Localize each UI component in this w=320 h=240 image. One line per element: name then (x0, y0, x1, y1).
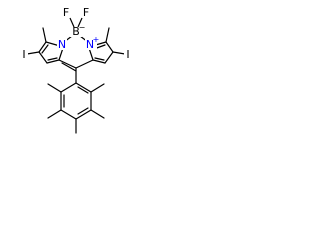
atom-boron-charge: − (79, 23, 86, 32)
bond-cb-cc (38, 51, 48, 64)
atom-nitrogen-right: N (86, 38, 94, 51)
bond-meso-double (61, 62, 77, 72)
atom-fluorine-right: F (83, 6, 89, 19)
bond-ar-double-a (77, 86, 89, 94)
atom-iodine-left: I (22, 48, 25, 61)
bond-ar-1-2 (75, 82, 92, 93)
bond-cc-cd (46, 59, 60, 64)
bond-methyl-ar-6 (47, 83, 62, 93)
bond-methyl-left (42, 27, 47, 43)
bond-methyl-right (105, 27, 110, 43)
structure-canvas: F F B − N N + I I (0, 0, 152, 152)
bond-ch-ce-double (94, 57, 105, 61)
atom-nitrogen-left: N (58, 38, 66, 51)
bond-ar-6-1 (60, 82, 77, 93)
bond-ar-double-b (77, 107, 89, 115)
bond-methyl-ar-5 (47, 109, 62, 119)
atom-labels: F F B − N N + I I (20, 6, 132, 61)
bond-cg-ch (104, 51, 114, 64)
atom-fluorine-left: F (63, 6, 69, 19)
bond-cf-cg (105, 41, 114, 53)
bond-b-f-left (69, 17, 75, 28)
bond-cc-cd-double (47, 57, 58, 61)
bond-ch-ce (92, 59, 106, 64)
bond-cd-meso (58, 59, 77, 69)
bond-iodo-left (26, 51, 40, 55)
bond-ar-3-4 (75, 109, 92, 120)
bond-ca-cb-double (41, 44, 49, 54)
bond-b-f-right (77, 17, 83, 28)
bond-meso-ce (75, 59, 94, 69)
bond-lines (26, 27, 126, 134)
bond-iodo-right (112, 51, 126, 55)
bond-methyl-ar-3 (90, 109, 105, 119)
molecule-structure: F F B − N N + I I (20, 6, 132, 134)
atom-iodine-right: I (126, 48, 129, 61)
atom-boron: B (72, 25, 80, 38)
bond-ca-cb (38, 41, 47, 53)
bond-methyl-ar-2 (90, 83, 105, 93)
atom-nitrogen-charge: + (93, 35, 100, 44)
bond-ar-4-5 (60, 109, 77, 120)
